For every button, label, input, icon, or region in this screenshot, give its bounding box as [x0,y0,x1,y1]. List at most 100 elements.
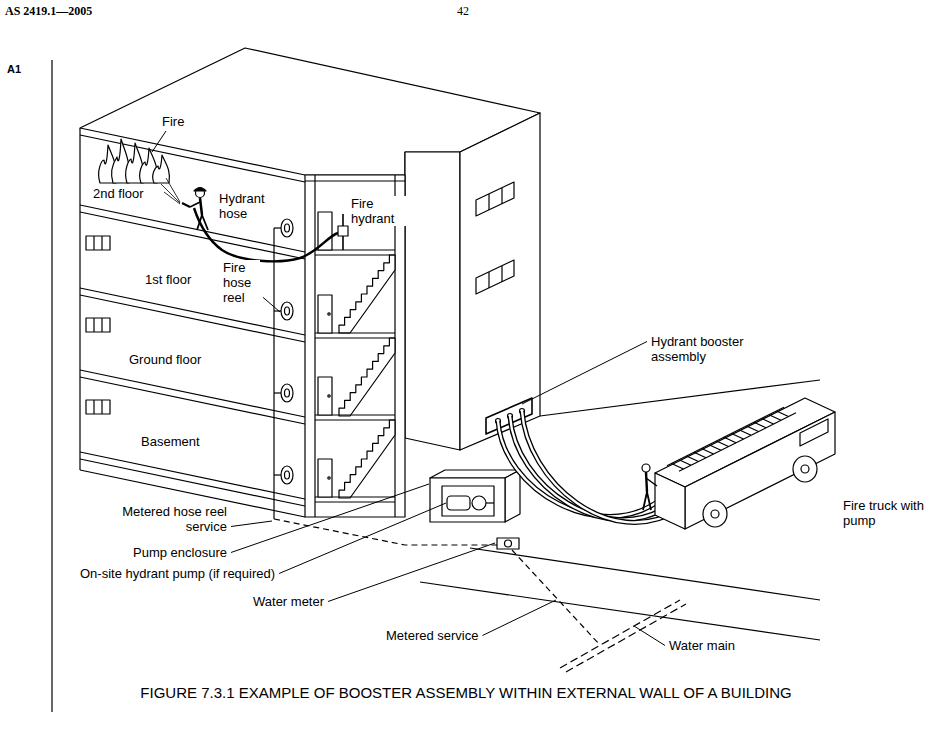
floor-slab [80,295,305,342]
door-knob [328,313,330,315]
pump-volute [472,496,486,510]
part-label: Pump enclosure [132,545,228,560]
core-roof [305,180,405,181]
hose-reel [281,219,293,237]
floor-label: Ground floor [128,352,202,367]
hose [510,416,670,520]
floor-label: 1st floor [144,272,192,287]
operator-body [646,472,647,492]
landing [315,419,395,420]
part-label: Water main [668,638,736,653]
leader-line [482,600,556,636]
core-wall [305,175,405,517]
ladder-rail [667,407,784,466]
part-label: Water meter [252,594,325,609]
fire [99,139,170,183]
water-meter [497,538,519,549]
operator-leg [647,492,651,510]
page-number: 42 [456,4,470,19]
truck-rear [655,473,685,529]
roof-slab-edge [80,135,305,182]
pipe-stub [274,227,281,228]
door [318,212,332,250]
fire-hydrant-valve [338,226,348,236]
metered-service [512,550,600,645]
floor-label: Basement [140,434,201,449]
wheel-hub [711,510,719,518]
leader-line [231,521,272,527]
end-windows [86,236,110,414]
figure-caption: FIGURE 7.3.1 EXAMPLE OF BOOSTER ASSEMBLY… [96,683,836,702]
operator-head [642,464,650,472]
water-spray [164,192,180,204]
floor-slab [80,370,305,417]
enclosure-side [505,470,520,522]
landing [315,501,395,502]
part-label: Fire truck with pump [842,498,926,528]
operator-arm [646,478,657,486]
part-label: Metered service [385,628,479,643]
window-bar [101,318,102,332]
landing [315,337,395,338]
water-main [560,600,680,668]
leader-line [328,543,495,602]
door-knob [328,477,330,479]
windscreen [800,419,828,446]
stair-core [305,175,405,517]
leader-line [634,626,665,646]
wheel [703,501,727,527]
pipe-stub [274,392,281,393]
part-label: Fire hydrant [350,196,408,226]
leader-line [152,131,166,152]
kerb-line [420,582,820,640]
hose-reel [281,384,293,402]
window [86,400,110,414]
part-label: Hydrant hose [218,191,282,221]
enclosure-opening [442,486,494,516]
window [476,182,514,216]
part-label: Hydrant booster assembly [650,334,774,364]
window-bar [488,194,489,210]
end-wall-edge [79,128,80,470]
stair-flight [339,338,395,416]
stair-flight [339,420,395,498]
window-bar [501,188,502,204]
front-face [405,152,460,450]
enclosure-front [430,478,505,522]
leader-line [231,484,429,553]
pump-enclosure [430,470,520,549]
truck-side [685,412,835,529]
floor-slab [80,288,305,335]
stair-flight [339,255,395,333]
body [200,198,202,215]
flame [153,155,170,183]
right-block [405,113,540,450]
standard-number: AS 2419.1—2005 [4,4,93,19]
wheel [793,456,817,482]
part-label: On-site hydrant pump (if required) [79,566,276,581]
leader-line [522,342,647,405]
window-bar [101,400,102,414]
hose-reel [281,302,293,320]
nozzle [182,203,190,207]
window-bar [93,236,94,250]
hose-reel-hub [285,224,290,232]
leader-line [279,503,446,574]
end-face [460,113,540,450]
amendment-mark: A1 [6,62,22,77]
door [318,295,332,333]
window-bar [488,272,489,288]
pipe-stub [274,474,281,475]
part-label: Fire hose reel [222,260,260,305]
floor-label: 2nd floor [92,186,145,201]
pump-motor [447,496,470,510]
water-spray [161,184,180,203]
floor-slab [80,377,305,424]
window-bar [93,318,94,332]
core-inner-wall [314,175,315,517]
building-shell [80,48,540,517]
arm [190,202,200,207]
part-label: Metered hose reel service [120,504,228,534]
hose [510,416,670,520]
